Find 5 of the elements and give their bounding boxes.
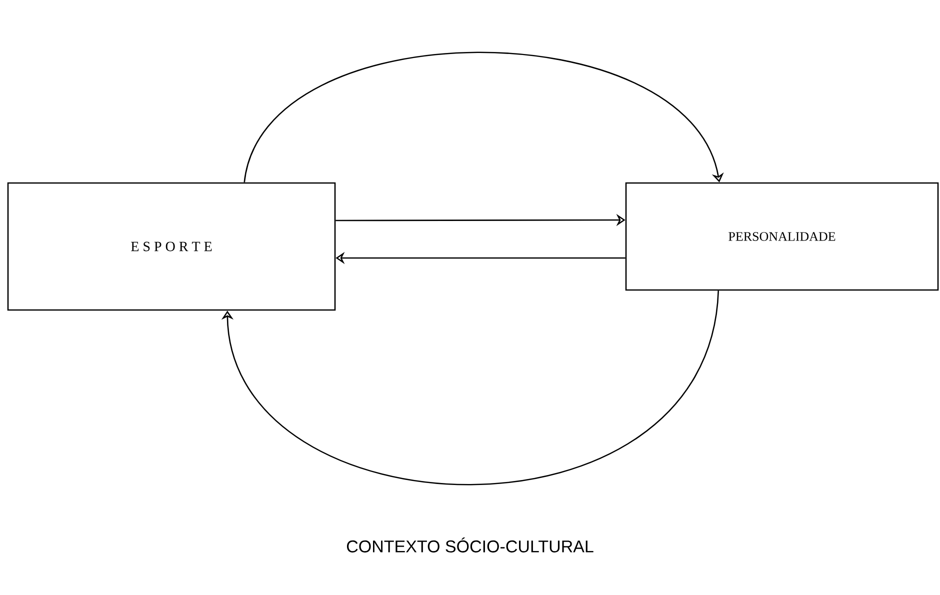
text-box: PERSONALIDADE [625,182,939,291]
text-box: E S P O R T E [7,182,336,311]
caption-text: CONTEXTO SÓCIO-CULTURAL [346,538,594,552]
arrow [221,290,719,486]
arrow [244,52,724,183]
